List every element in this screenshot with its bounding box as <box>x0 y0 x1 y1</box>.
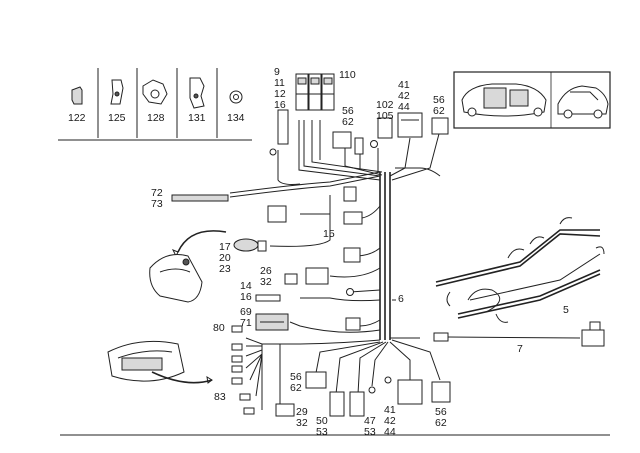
small-plug-group-80-83 <box>231 325 255 415</box>
cable-7 <box>433 321 605 347</box>
callout-102: 102 <box>376 99 394 111</box>
callout-6: 6 <box>398 293 404 305</box>
grommet-134-icon <box>229 90 243 104</box>
callout-69: 69 <box>240 306 252 318</box>
callout-83: 83 <box>214 391 226 403</box>
callout-9: 9 <box>274 66 280 78</box>
connector-50-53 <box>329 391 345 417</box>
callout-26: 26 <box>260 265 272 277</box>
callout-29: 29 <box>296 406 308 418</box>
callout-56-bottom: 56 <box>290 371 302 383</box>
connector-15-upper <box>267 186 363 225</box>
callout-72: 72 <box>151 187 163 199</box>
callout-73: 73 <box>151 198 163 210</box>
callout-17: 17 <box>219 241 231 253</box>
callout-41-top: 41 <box>398 79 410 91</box>
parts-strip: 122 125 128 131 134 <box>58 68 252 141</box>
seat-harness-5 <box>435 217 605 323</box>
callout-42-top: 42 <box>398 90 410 102</box>
callout-5: 5 <box>563 304 569 316</box>
callout-47: 47 <box>364 415 376 427</box>
clip-122-icon <box>71 86 83 105</box>
callout-15: 15 <box>323 228 335 240</box>
clip-128-icon <box>142 79 168 105</box>
part-label-122: 122 <box>68 112 86 124</box>
connector-26-32 <box>284 247 361 285</box>
callout-41-bottom: 41 <box>384 404 396 416</box>
connector-47-53 <box>349 376 392 417</box>
callout-20: 20 <box>219 252 231 264</box>
car-exterior-icon <box>557 85 609 119</box>
callout-62-top-right: 62 <box>433 105 445 117</box>
callout-labels: 9 11 12 16 110 56 62 102 105 41 42 44 56… <box>151 66 569 438</box>
callout-62-bottom-right: 62 <box>435 417 447 429</box>
callout-62-bottom: 62 <box>290 382 302 394</box>
connector-29-32 <box>275 403 295 417</box>
connector-41-44-bottom <box>397 379 423 405</box>
callout-11: 11 <box>274 77 285 89</box>
door-handle-assembly <box>149 254 203 303</box>
part-label-131: 131 <box>188 112 206 124</box>
connector-14-16 <box>255 288 354 302</box>
part-label-128: 128 <box>147 112 165 124</box>
connector-56-62-top <box>332 131 378 155</box>
vehicle-reference-box <box>453 71 611 129</box>
callout-56-bottom-right: 56 <box>435 406 447 418</box>
callout-44-top: 44 <box>398 101 410 113</box>
connector-56-62-bottom <box>305 371 327 389</box>
car-interior-icon <box>461 83 547 117</box>
callout-23: 23 <box>219 263 231 275</box>
vehicle-box-frame <box>453 71 611 129</box>
clip-125-icon <box>110 79 124 105</box>
callout-44-bottom: 44 <box>384 426 396 438</box>
callout-14: 14 <box>240 280 252 292</box>
callout-56-top: 56 <box>342 105 354 117</box>
clip-131-icon <box>189 77 205 109</box>
callout-16: 16 <box>274 99 286 111</box>
callout-50: 50 <box>316 415 328 427</box>
callout-42-bottom: 42 <box>384 415 396 427</box>
callout-7: 7 <box>517 343 523 355</box>
callout-56-top-right: 56 <box>433 94 445 106</box>
callout-12: 12 <box>274 88 286 100</box>
connector-69-71 <box>255 313 361 331</box>
callout-105: 105 <box>376 110 394 122</box>
callout-32-side: 32 <box>260 276 272 288</box>
callout-110: 110 <box>339 69 356 81</box>
callout-62-top: 62 <box>342 116 354 128</box>
callout-80: 80 <box>213 322 225 334</box>
callout-16-side: 16 <box>240 291 252 303</box>
callout-53-left: 53 <box>316 426 328 438</box>
connector-102-105 <box>377 117 393 139</box>
callout-32-bottom: 32 <box>296 417 308 429</box>
part-label-125: 125 <box>108 112 126 124</box>
part-label-134: 134 <box>227 112 245 124</box>
main-harness-trunk <box>229 120 441 410</box>
instrument-cluster-assembly <box>107 340 213 384</box>
connector-block-110 <box>295 73 335 111</box>
connector-56-62-top-right <box>431 117 449 135</box>
sensor-17-20-23 <box>171 230 267 258</box>
connector-41-44-top <box>397 112 423 138</box>
callout-53-right: 53 <box>364 426 376 438</box>
callout-71: 71 <box>240 317 252 329</box>
connector-56-62-bottom-right <box>431 381 451 403</box>
rail-72-73 <box>171 194 229 202</box>
connector-9-16 <box>269 109 289 156</box>
